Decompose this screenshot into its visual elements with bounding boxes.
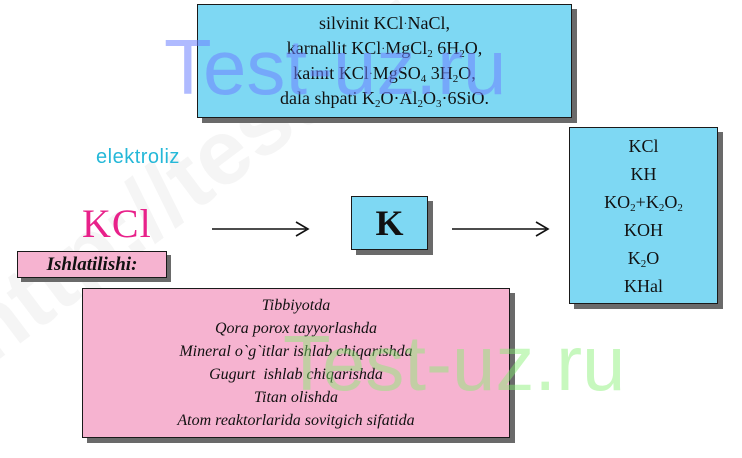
- usage-item: Gugurt ishlab chiqarishda: [209, 366, 383, 383]
- mineral-formula: KCl·MgSO4 3H2O,: [338, 63, 476, 85]
- compound-formula: KOH: [624, 219, 663, 240]
- usage-item: Tibbiyotda: [261, 297, 331, 314]
- compound-formula: KCl: [628, 135, 659, 156]
- reactant-formula: KCl: [82, 201, 152, 246]
- usage-item: Atom reaktorlarida sovitgich sifatida: [177, 412, 415, 429]
- mineral-name: dala shpati: [280, 88, 362, 108]
- compound-formula: KHal: [624, 275, 663, 296]
- compound-formula: KH: [630, 163, 657, 184]
- minerals-box: silvinit KCl·NaCl,karnallit KCl·MgCl2 6H…: [197, 4, 572, 118]
- mineral-line: kainit KCl·MgSO4 3H2O,: [293, 61, 476, 86]
- mineral-line: dala shpati K2O·Al2O3·6SiO.: [280, 86, 489, 111]
- mineral-formula: KCl·NaCl,: [373, 13, 451, 33]
- mineral-name: karnallit: [286, 38, 352, 58]
- product-box: K: [351, 196, 428, 250]
- arrow-right-icon: [212, 221, 310, 237]
- mineral-line: silvinit KCl·NaCl,: [319, 11, 450, 36]
- usage-item: Qora porox tayyorlashda: [214, 320, 378, 337]
- mineral-name: silvinit: [318, 13, 374, 33]
- usage-item: Mineral o`g`itlar ishlab chiqarishda: [179, 343, 413, 360]
- mineral-formula: K2O·Al2O3·6SiO.: [361, 88, 489, 110]
- mineral-formula: KCl·MgCl2 6H2O,: [351, 38, 483, 60]
- mineral-line: karnallit KCl·MgCl2 6H2O,: [287, 36, 483, 61]
- usage-title: Ishlatilishi:: [17, 251, 167, 278]
- arrow-right-icon: [452, 221, 550, 237]
- compound-formula: K2O: [627, 247, 660, 270]
- mineral-name: kainit: [293, 63, 339, 83]
- compound-formula: KO2+K2O2: [604, 191, 683, 214]
- usage-item: Titan olishda: [253, 389, 339, 406]
- electrolysis-label: elektroliz: [96, 146, 180, 168]
